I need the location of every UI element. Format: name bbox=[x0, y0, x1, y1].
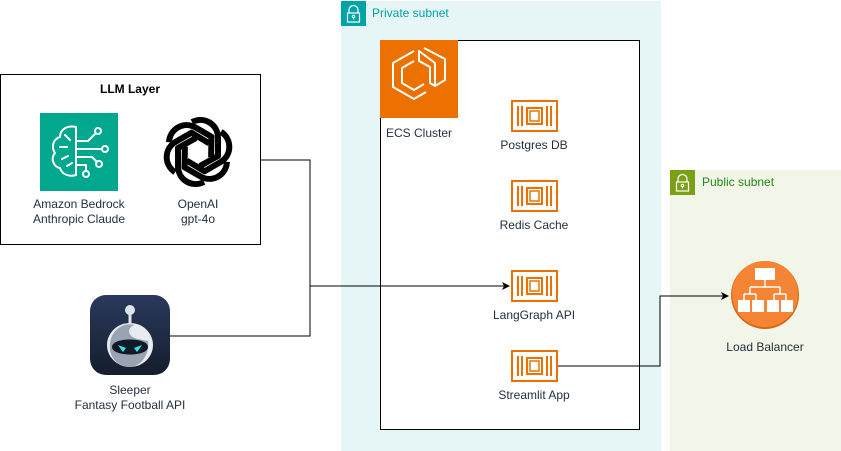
container-icon bbox=[511, 100, 558, 132]
container-label-postgres: Postgres DB bbox=[500, 138, 568, 152]
bedrock-line1: Amazon Bedrock bbox=[33, 197, 125, 211]
private-subnet-title: Private subnet bbox=[372, 6, 449, 20]
load-balancer-icon bbox=[730, 260, 800, 330]
sleeper-line1: Sleeper bbox=[109, 383, 151, 397]
openai-line1: OpenAI bbox=[177, 197, 219, 211]
lock-icon bbox=[341, 1, 366, 26]
ecs-cluster-label: ECS Cluster bbox=[386, 126, 453, 140]
public-subnet-title: Public subnet bbox=[702, 175, 775, 189]
container-label-redis: Redis Cache bbox=[499, 218, 569, 232]
openai-line2: gpt-4o bbox=[180, 212, 216, 226]
container-label-streamlit: Streamlit App bbox=[498, 388, 570, 402]
sleeper-robot-icon bbox=[90, 295, 170, 375]
container-icon bbox=[511, 270, 558, 302]
load-balancer-label: Load Balancer bbox=[726, 340, 804, 354]
ecs-icon bbox=[380, 40, 458, 118]
container-icon bbox=[511, 350, 558, 382]
openai-icon bbox=[159, 113, 237, 191]
lock-icon bbox=[670, 170, 695, 195]
bedrock-brain-icon bbox=[40, 113, 118, 191]
bedrock-line2: Anthropic Claude bbox=[32, 212, 126, 226]
container-icon bbox=[511, 180, 558, 212]
llm-layer-title: LLM Layer bbox=[99, 82, 160, 96]
sleeper-line2: Fantasy Football API bbox=[74, 398, 186, 412]
openai-label: OpenAI gpt-4o bbox=[148, 197, 248, 227]
bedrock-label: Amazon Bedrock Anthropic Claude bbox=[19, 197, 139, 227]
container-label-langgraph: LangGraph API bbox=[492, 308, 576, 322]
sleeper-label: Sleeper Fantasy Football API bbox=[60, 383, 200, 413]
